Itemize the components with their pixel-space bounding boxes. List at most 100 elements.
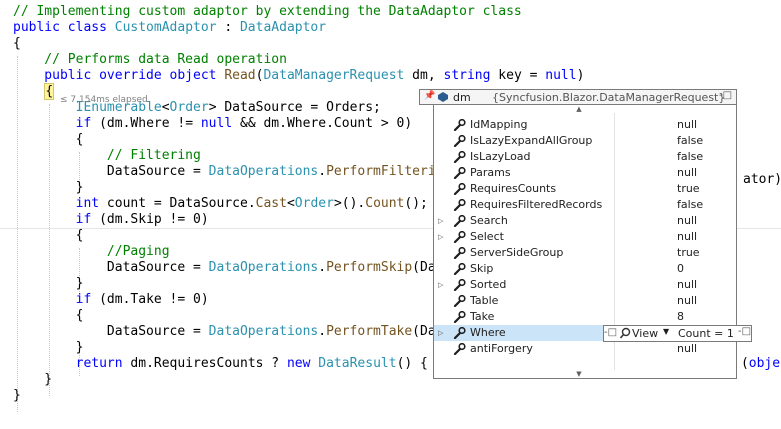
code-line: // Performs data Read operation	[13, 52, 287, 68]
code-token	[13, 356, 76, 371]
datatip-row[interactable]: IsLazyExpandAllGroup false	[434, 133, 736, 149]
datatip-row[interactable]: ▷ Search null	[434, 213, 736, 229]
expand-arrow-icon[interactable]: ▷	[438, 233, 444, 241]
code-token: }	[13, 388, 21, 403]
code-token: (dm.Take != 0)	[91, 292, 209, 307]
scroll-up-icon[interactable]: ▲	[576, 105, 582, 113]
code-token: Order	[169, 100, 209, 115]
where-visualizer[interactable]: -□ View ▼ Count = 1 -□	[603, 325, 752, 342]
code-token: > DataSource = Orders;	[208, 100, 381, 115]
code-token: && dm.Where.Count > 0)	[232, 116, 413, 131]
code-token: // Filtering	[13, 148, 201, 163]
indent-guide	[79, 152, 80, 184]
member-value[interactable]: null	[677, 278, 698, 291]
code-token: if	[75, 292, 92, 307]
member-name: Sorted	[470, 278, 507, 291]
code-token	[13, 292, 76, 307]
datatip-var-type: {Syncfusion.Blazor.DataManagerRequest}	[492, 91, 726, 104]
code-line: {	[13, 228, 84, 244]
datatip-row[interactable]: ▷ Select null	[434, 229, 736, 245]
member-name: IsLazyExpandAllGroup	[470, 134, 593, 147]
code-token: {	[13, 36, 21, 51]
pin-datatip-icon[interactable]: -□	[719, 90, 733, 101]
member-value[interactable]: false	[677, 134, 704, 147]
perf-tip[interactable]: ≤ 7,154ms elapsed	[60, 95, 148, 105]
indent-guide	[17, 56, 18, 412]
code-token: PerformFilterin	[326, 164, 444, 179]
datatip-row[interactable]: ▷ Sorted null	[434, 277, 736, 293]
datatip-header[interactable]: 📌 dm {Syncfusion.Blazor.DataManagerReque…	[419, 89, 737, 105]
view-button[interactable]: View	[632, 327, 659, 340]
code-token: count = DataSource.	[99, 196, 256, 211]
scroll-down-icon[interactable]: ▼	[576, 370, 582, 378]
expand-arrow-icon[interactable]: ▷	[438, 281, 444, 289]
code-line: }	[13, 180, 84, 196]
property-wrench-icon	[453, 214, 466, 228]
code-token: <	[161, 100, 170, 115]
column-divider	[614, 113, 615, 370]
expand-arrow-icon[interactable]: ▷	[438, 329, 444, 337]
code-line: //Paging	[13, 244, 170, 260]
expand-arrow-icon[interactable]: ▷	[438, 217, 444, 225]
view-dropdown-icon[interactable]: ▼	[663, 327, 670, 336]
code-token: if	[75, 116, 92, 131]
code-token: public override object	[13, 68, 225, 83]
property-wrench-icon	[453, 118, 466, 132]
code-token: >().	[333, 196, 366, 211]
code-token: DataResult	[318, 356, 397, 371]
code-line: {	[13, 132, 84, 148]
property-wrench-icon	[453, 262, 466, 276]
property-wrench-icon	[453, 230, 466, 244]
code-token: }	[13, 276, 84, 291]
code-token: key =	[490, 68, 546, 83]
code-token: ();	[404, 196, 428, 211]
member-value[interactable]: null	[677, 294, 698, 307]
member-value[interactable]: false	[677, 198, 704, 211]
member-value[interactable]: 8	[677, 310, 684, 323]
code-line: DataSource = DataOperations.PerformTake(…	[13, 324, 451, 340]
code-token: DataAdaptor	[239, 20, 327, 35]
member-value[interactable]: null	[677, 342, 698, 355]
member-value[interactable]: null	[677, 118, 698, 131]
code-token: .	[318, 324, 327, 339]
member-value[interactable]: true	[677, 182, 700, 195]
code-token: DataOperations	[208, 164, 319, 179]
code-token: int	[75, 196, 100, 211]
pin-icon[interactable]: 📌	[424, 91, 436, 101]
datatip-row[interactable]: Params null	[434, 165, 736, 181]
member-value[interactable]: true	[677, 246, 700, 259]
member-name: Params	[470, 166, 511, 179]
code-token: IEnumerable	[75, 100, 162, 115]
pin-icon[interactable]: -□	[604, 327, 618, 338]
code-token: dm,	[404, 68, 444, 83]
code-line: {	[13, 83, 55, 100]
member-name: Select	[470, 230, 504, 243]
member-value[interactable]: null	[677, 166, 698, 179]
pin-value-icon[interactable]: -□	[738, 326, 752, 337]
property-wrench-icon	[453, 166, 466, 180]
member-name: Search	[470, 214, 508, 227]
magnifier-icon[interactable]	[619, 327, 631, 342]
member-value[interactable]: null	[677, 230, 698, 243]
code-line: if (dm.Take != 0)	[13, 292, 209, 308]
code-token: public class	[13, 20, 115, 35]
code-line: if (dm.Where != null && dm.Where.Count >…	[13, 116, 413, 132]
code-line: {	[13, 308, 84, 324]
member-value[interactable]: false	[677, 150, 704, 163]
code-token	[13, 84, 44, 99]
member-value[interactable]: null	[677, 214, 698, 227]
code-token: // Implementing custom adaptor by extend…	[13, 4, 522, 19]
code-token: string	[443, 68, 491, 83]
code-line: }	[13, 276, 84, 292]
code-token: dm.RequiresCounts ?	[122, 356, 287, 371]
member-value[interactable]: 0	[677, 262, 684, 275]
